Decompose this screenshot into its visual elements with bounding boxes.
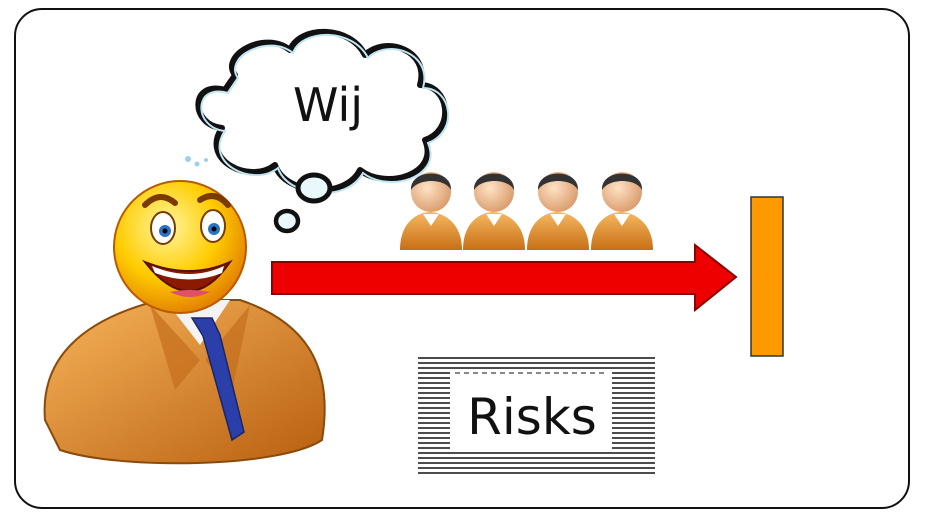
smiley-businessman-icon: [43, 156, 326, 465]
team-person-4: [591, 172, 653, 250]
risks-label: Risks: [467, 388, 597, 446]
barrier-bar-icon: [750, 196, 784, 357]
thought-cloud-icon: [195, 28, 450, 234]
thought-bubble-text: Wij: [292, 78, 364, 132]
team-person-3: [527, 172, 589, 250]
team-people-icon: [400, 172, 653, 250]
risks-box-frame: [418, 357, 655, 474]
arrow-icon: [271, 242, 738, 313]
team-person-2: [463, 172, 525, 250]
team-person-1: [400, 172, 462, 250]
